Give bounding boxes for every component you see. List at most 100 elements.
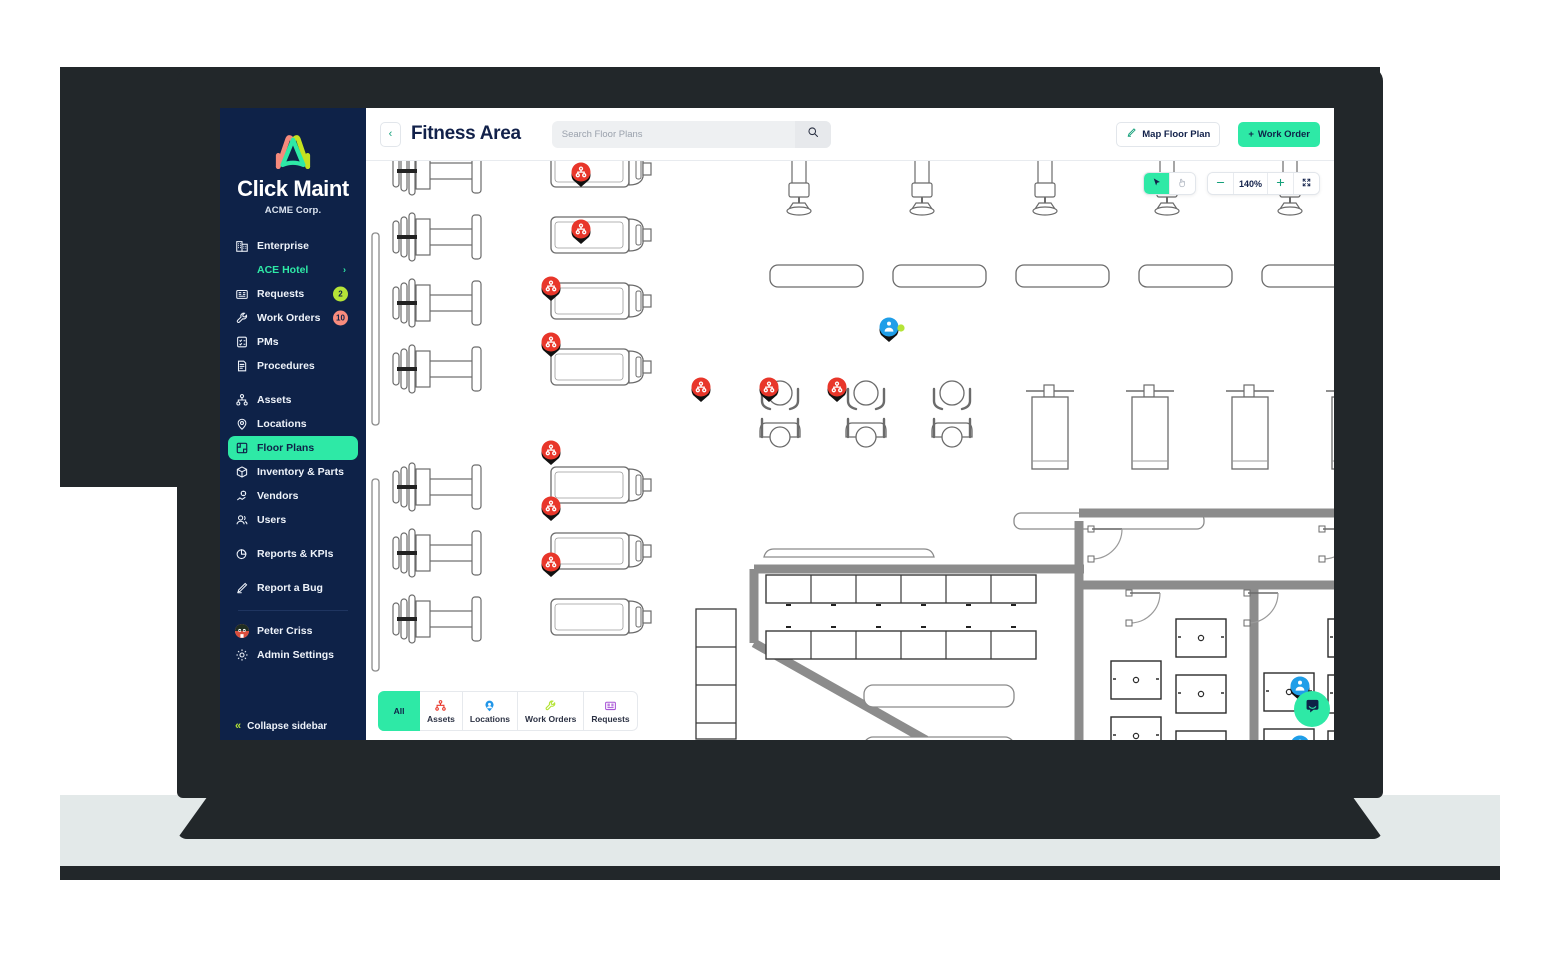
- map-filter-tabs: All Assets: [378, 691, 638, 731]
- back-button[interactable]: ‹: [380, 121, 401, 147]
- filter-tab-label: Locations: [469, 713, 511, 724]
- asset-marker[interactable]: [568, 161, 594, 193]
- tool-divider: [1293, 173, 1294, 194]
- plus-icon: [1275, 176, 1286, 191]
- sidebar-item-report-a-bug[interactable]: Report a Bug: [228, 576, 358, 600]
- sidebar-item-enterprise[interactable]: Enterprise: [228, 234, 358, 258]
- request-board-icon: [604, 699, 617, 712]
- asset-marker[interactable]: [756, 375, 782, 408]
- chat-widget-button[interactable]: [1294, 691, 1330, 727]
- asset-marker[interactable]: [568, 217, 594, 250]
- asset-marker[interactable]: [688, 375, 714, 408]
- sidebar-user-label: Peter Criss: [257, 624, 313, 637]
- floor-plan-canvas[interactable]: 140%: [366, 161, 1334, 740]
- filter-tab-label: Assets: [427, 713, 455, 724]
- search-input[interactable]: [551, 128, 795, 140]
- fullscreen-button[interactable]: [1294, 173, 1319, 194]
- location-pin-icon: [483, 699, 496, 712]
- collapse-sidebar-label: Collapse sidebar: [247, 720, 328, 732]
- sidebar-item-requests[interactable]: Requests 2: [228, 282, 358, 306]
- spacer-icon: [235, 263, 249, 277]
- filter-tab-all[interactable]: All: [378, 691, 420, 731]
- sidebar-item-users[interactable]: Users: [228, 508, 358, 532]
- plus-icon: +: [1248, 128, 1254, 140]
- wrench-icon: [544, 699, 557, 712]
- status-dot: [897, 324, 905, 332]
- asset-marker[interactable]: [538, 494, 564, 527]
- brand-block: Click Maint ACME Corp.: [220, 124, 366, 218]
- filter-tab-assets[interactable]: Assets: [420, 691, 463, 731]
- asset-marker[interactable]: [538, 550, 564, 583]
- sidebar-item-label: ACE Hotel: [257, 263, 309, 276]
- search-button[interactable]: [794, 120, 831, 148]
- sidebar-item-label: Procedures: [257, 359, 315, 372]
- zoom-level-label: 140%: [1238, 178, 1262, 189]
- tool-divider: [1267, 173, 1268, 194]
- asset-marker[interactable]: [824, 375, 850, 408]
- sidebar-item-ace-hotel[interactable]: ACE Hotel ›: [228, 258, 358, 282]
- sidebar-item-label: Work Orders: [257, 311, 321, 324]
- sidebar-divider: [238, 610, 348, 611]
- sidebar-item-vendors[interactable]: Vendors: [228, 484, 358, 508]
- asset-marker[interactable]: [538, 330, 564, 363]
- filter-tab-work-orders[interactable]: Work Orders: [518, 691, 585, 731]
- select-tool-button[interactable]: [1143, 173, 1169, 194]
- sidebar-group-reports: Reports & KPIs: [228, 542, 358, 566]
- sidebar-item-label: Inventory & Parts: [257, 465, 344, 478]
- sidebar-item-label: Reports & KPIs: [257, 547, 334, 560]
- wrench-icon: [235, 311, 249, 325]
- sidebar-item-label: Vendors: [257, 489, 299, 502]
- search-floor-plans: [551, 120, 831, 148]
- map-floor-plan-button[interactable]: Map Floor Plan: [1116, 121, 1221, 147]
- location-marker[interactable]: [1287, 733, 1313, 740]
- collapse-sidebar-button[interactable]: « Collapse sidebar: [220, 712, 366, 740]
- sidebar-item-locations[interactable]: Locations: [228, 412, 358, 436]
- canvas-tools: 140%: [1142, 172, 1320, 195]
- building-icon: [235, 239, 249, 253]
- sidebar-item-label: Assets: [257, 393, 292, 406]
- sidebar-item-label: Requests: [257, 287, 305, 300]
- sidebar-item-label: Report a Bug: [257, 581, 323, 594]
- map-floor-plan-label: Map Floor Plan: [1142, 128, 1211, 140]
- sidebar-group-account: Peter Criss Admin Settings: [228, 619, 358, 667]
- hand-icon: [1177, 176, 1188, 191]
- search-icon: [807, 125, 819, 143]
- location-marker-with-status[interactable]: [876, 315, 908, 348]
- work-order-button[interactable]: + Work Order: [1238, 121, 1320, 147]
- avatar: [235, 624, 249, 638]
- vendor-icon: [235, 489, 249, 503]
- filter-tab-requests[interactable]: Requests: [584, 691, 638, 731]
- sidebar-group-main: Enterprise ACE Hotel ›: [228, 234, 358, 378]
- sidebar-nav: Enterprise ACE Hotel ›: [220, 234, 366, 712]
- filter-tab-locations[interactable]: Locations: [462, 691, 519, 731]
- requests-badge: 2: [333, 286, 348, 302]
- asset-marker[interactable]: [538, 274, 564, 307]
- sidebar-item-floor-plans[interactable]: Floor Plans: [228, 436, 358, 460]
- sidebar-item-inventory-parts[interactable]: Inventory & Parts: [228, 460, 358, 484]
- brand-org: ACME Corp.: [264, 205, 322, 216]
- sidebar-item-pms[interactable]: PMs: [228, 330, 358, 354]
- location-marker[interactable]: [1287, 674, 1313, 707]
- sidebar-item-label: PMs: [257, 335, 279, 348]
- pencil-icon: [1126, 127, 1137, 141]
- sidebar-item-user[interactable]: Peter Criss: [228, 619, 358, 643]
- asset-marker[interactable]: [538, 438, 564, 471]
- tool-divider: [1232, 173, 1234, 194]
- work-orders-badge: 10: [333, 310, 348, 326]
- sidebar-item-reports-kpis[interactable]: Reports & KPIs: [228, 542, 358, 566]
- pan-tool-button[interactable]: [1169, 173, 1195, 194]
- zoom-out-button[interactable]: [1207, 173, 1233, 194]
- sidebar-admin-label: Admin Settings: [257, 648, 335, 661]
- zoom-in-button[interactable]: [1268, 173, 1293, 194]
- sidebar-group-misc: Report a Bug: [228, 576, 358, 600]
- sidebar-item-work-orders[interactable]: Work Orders 10: [228, 306, 358, 330]
- checklist-icon: [235, 335, 249, 349]
- sidebar-item-procedures[interactable]: Procedures: [228, 354, 358, 378]
- clickmaint-logo-icon: [267, 132, 319, 172]
- chevron-left-icon: ‹: [388, 128, 393, 140]
- sidebar-item-admin-settings[interactable]: Admin Settings: [228, 643, 358, 667]
- pie-chart-icon: [235, 547, 249, 561]
- sidebar-item-assets[interactable]: Assets: [228, 388, 358, 412]
- sidebar: Click Maint ACME Corp. Enterprise: [220, 108, 366, 740]
